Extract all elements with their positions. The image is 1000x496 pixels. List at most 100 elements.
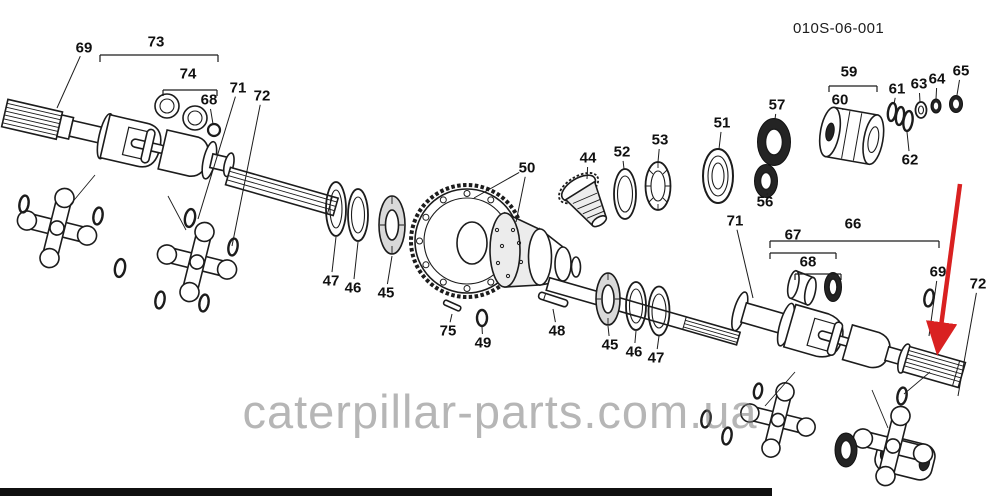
washer-46-front	[347, 188, 369, 242]
rear-driveshaft-assembly	[731, 291, 967, 389]
callout-44-13: 44	[580, 150, 597, 167]
u-joint-cross-4	[852, 405, 934, 487]
callout-68-3: 68	[201, 92, 218, 109]
diff-carrier-housing	[489, 211, 582, 288]
callout-47-32: 47	[648, 350, 665, 367]
callout-46-7: 46	[345, 280, 362, 297]
callout-74-2: 74	[180, 66, 197, 83]
washer-63	[914, 101, 928, 119]
callout-71-26: 71	[727, 213, 744, 230]
leader-line-45	[607, 325, 610, 337]
leader-line-46	[353, 241, 359, 280]
callout-64-24: 64	[929, 71, 946, 88]
callout-67-28: 67	[785, 227, 802, 244]
callout-48-11: 48	[549, 323, 566, 340]
pin-75	[442, 299, 462, 312]
callout-45-30: 45	[602, 337, 619, 354]
leader-line-57	[774, 113, 777, 120]
callout-60-20: 60	[832, 92, 849, 109]
callout-65-25: 65	[953, 63, 970, 80]
seal-56	[754, 164, 778, 198]
snap-rings-left	[18, 194, 239, 313]
washer-47-rear	[647, 285, 671, 337]
pinion-shaft	[545, 276, 742, 346]
leader-line-68	[210, 108, 214, 125]
leader-line-50	[515, 176, 526, 223]
leader-line-75	[449, 313, 453, 323]
spacer-68-rear	[786, 269, 817, 307]
leader-line-63	[919, 92, 921, 103]
leader-line-53	[657, 148, 660, 163]
dark-seal-bottom	[834, 432, 858, 468]
ring-49	[475, 308, 489, 328]
u-joint-inner-cross-front	[130, 128, 166, 164]
callout-53-15: 53	[652, 132, 669, 149]
u-joint-cross-2	[156, 221, 238, 303]
leader-line-50	[473, 171, 520, 199]
leader-line-69	[56, 55, 81, 109]
differential-assembly	[409, 183, 582, 299]
bearing-45-front	[378, 195, 406, 255]
bearing-ring-rear	[824, 272, 842, 302]
callout-46-31: 46	[626, 344, 643, 361]
front-driveshaft-assembly	[0, 98, 235, 180]
document-code: 010S-06-001	[793, 20, 885, 37]
leader-line-48	[552, 308, 556, 323]
bearing-race-51	[702, 148, 734, 204]
leader-line-47	[331, 236, 337, 273]
leader-line-72	[231, 104, 261, 247]
locknut-65	[949, 95, 963, 113]
washer-64	[930, 98, 942, 114]
leader-line-45	[386, 255, 393, 285]
leader-line-52	[622, 160, 625, 170]
leader-line-46	[634, 330, 637, 344]
callout-68-29: 68	[800, 254, 817, 271]
leader-line-51	[718, 131, 722, 150]
washer-47-front	[325, 181, 347, 237]
callout-73-1: 73	[148, 34, 165, 51]
leader-line-72	[957, 292, 977, 397]
callout-61-21: 61	[889, 81, 906, 98]
callout-63-23: 63	[911, 76, 928, 93]
bearing-45-rear	[595, 272, 621, 326]
leader-line-62	[906, 131, 910, 152]
leader-line-56	[766, 193, 768, 196]
seal-ring-68-front	[206, 122, 222, 138]
ring-52	[613, 168, 637, 220]
callout-72-34: 72	[970, 276, 987, 293]
callout-56-18: 56	[757, 194, 774, 211]
callout-72-5: 72	[254, 88, 271, 105]
spline-shaft-end-front	[0, 98, 75, 141]
leader-line-71	[736, 229, 754, 299]
u-joint-cross-1	[16, 187, 98, 269]
rear-yoke-2	[841, 323, 891, 369]
u-joint-inner-cross-rear	[817, 321, 853, 356]
hub-assembly-60	[818, 106, 885, 166]
leader-line-61	[893, 97, 896, 105]
callout-71-4: 71	[230, 80, 247, 97]
callout-69-33: 69	[930, 264, 947, 281]
callout-69-0: 69	[76, 40, 93, 57]
u-joint-cross-3	[740, 382, 816, 458]
callout-49-10: 49	[475, 335, 492, 352]
washer-62	[902, 109, 914, 133]
callout-59-19: 59	[841, 64, 858, 81]
callout-57-17: 57	[769, 97, 786, 114]
leader-line-71	[197, 96, 236, 220]
callout-66-27: 66	[845, 216, 862, 233]
alignment-lines	[69, 174, 931, 429]
callout-45-8: 45	[378, 285, 395, 302]
washer-46-rear	[625, 281, 647, 331]
splined-coupling-53	[644, 161, 672, 211]
snap-rings-right	[700, 288, 935, 446]
seal-57	[757, 118, 791, 166]
callout-51-16: 51	[714, 115, 731, 132]
callout-62-22: 62	[902, 152, 919, 169]
leader-line-44	[586, 166, 589, 180]
red-pointer-arrow	[925, 183, 963, 356]
bearing-cups-74	[154, 93, 208, 131]
bottom-edge-bar	[0, 488, 772, 496]
